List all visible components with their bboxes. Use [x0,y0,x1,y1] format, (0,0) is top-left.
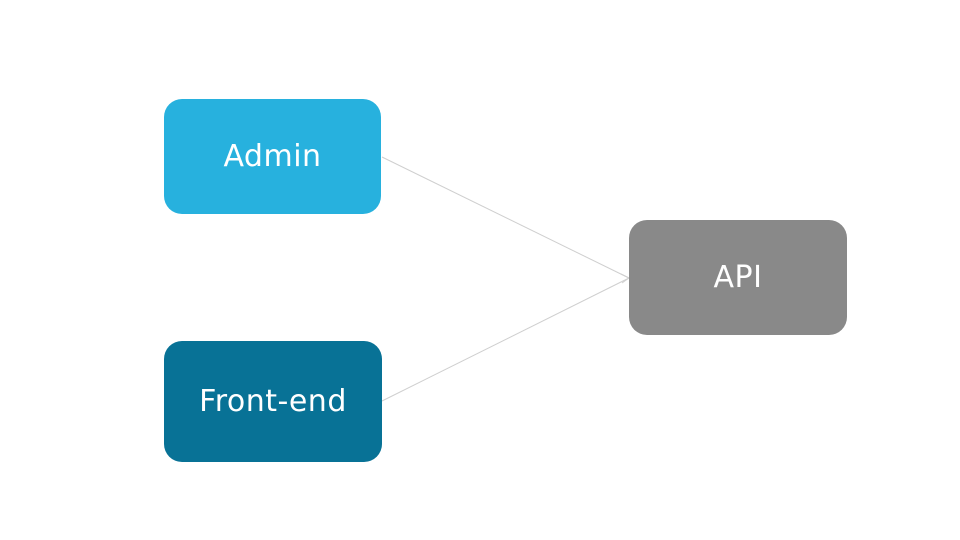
node-api[interactable]: API [629,220,847,335]
node-admin[interactable]: Admin [164,99,381,214]
edge-frontend-to-api [381,277,630,402]
node-frontend[interactable]: Front-end [164,341,382,462]
edge-admin-to-api [381,156,630,279]
